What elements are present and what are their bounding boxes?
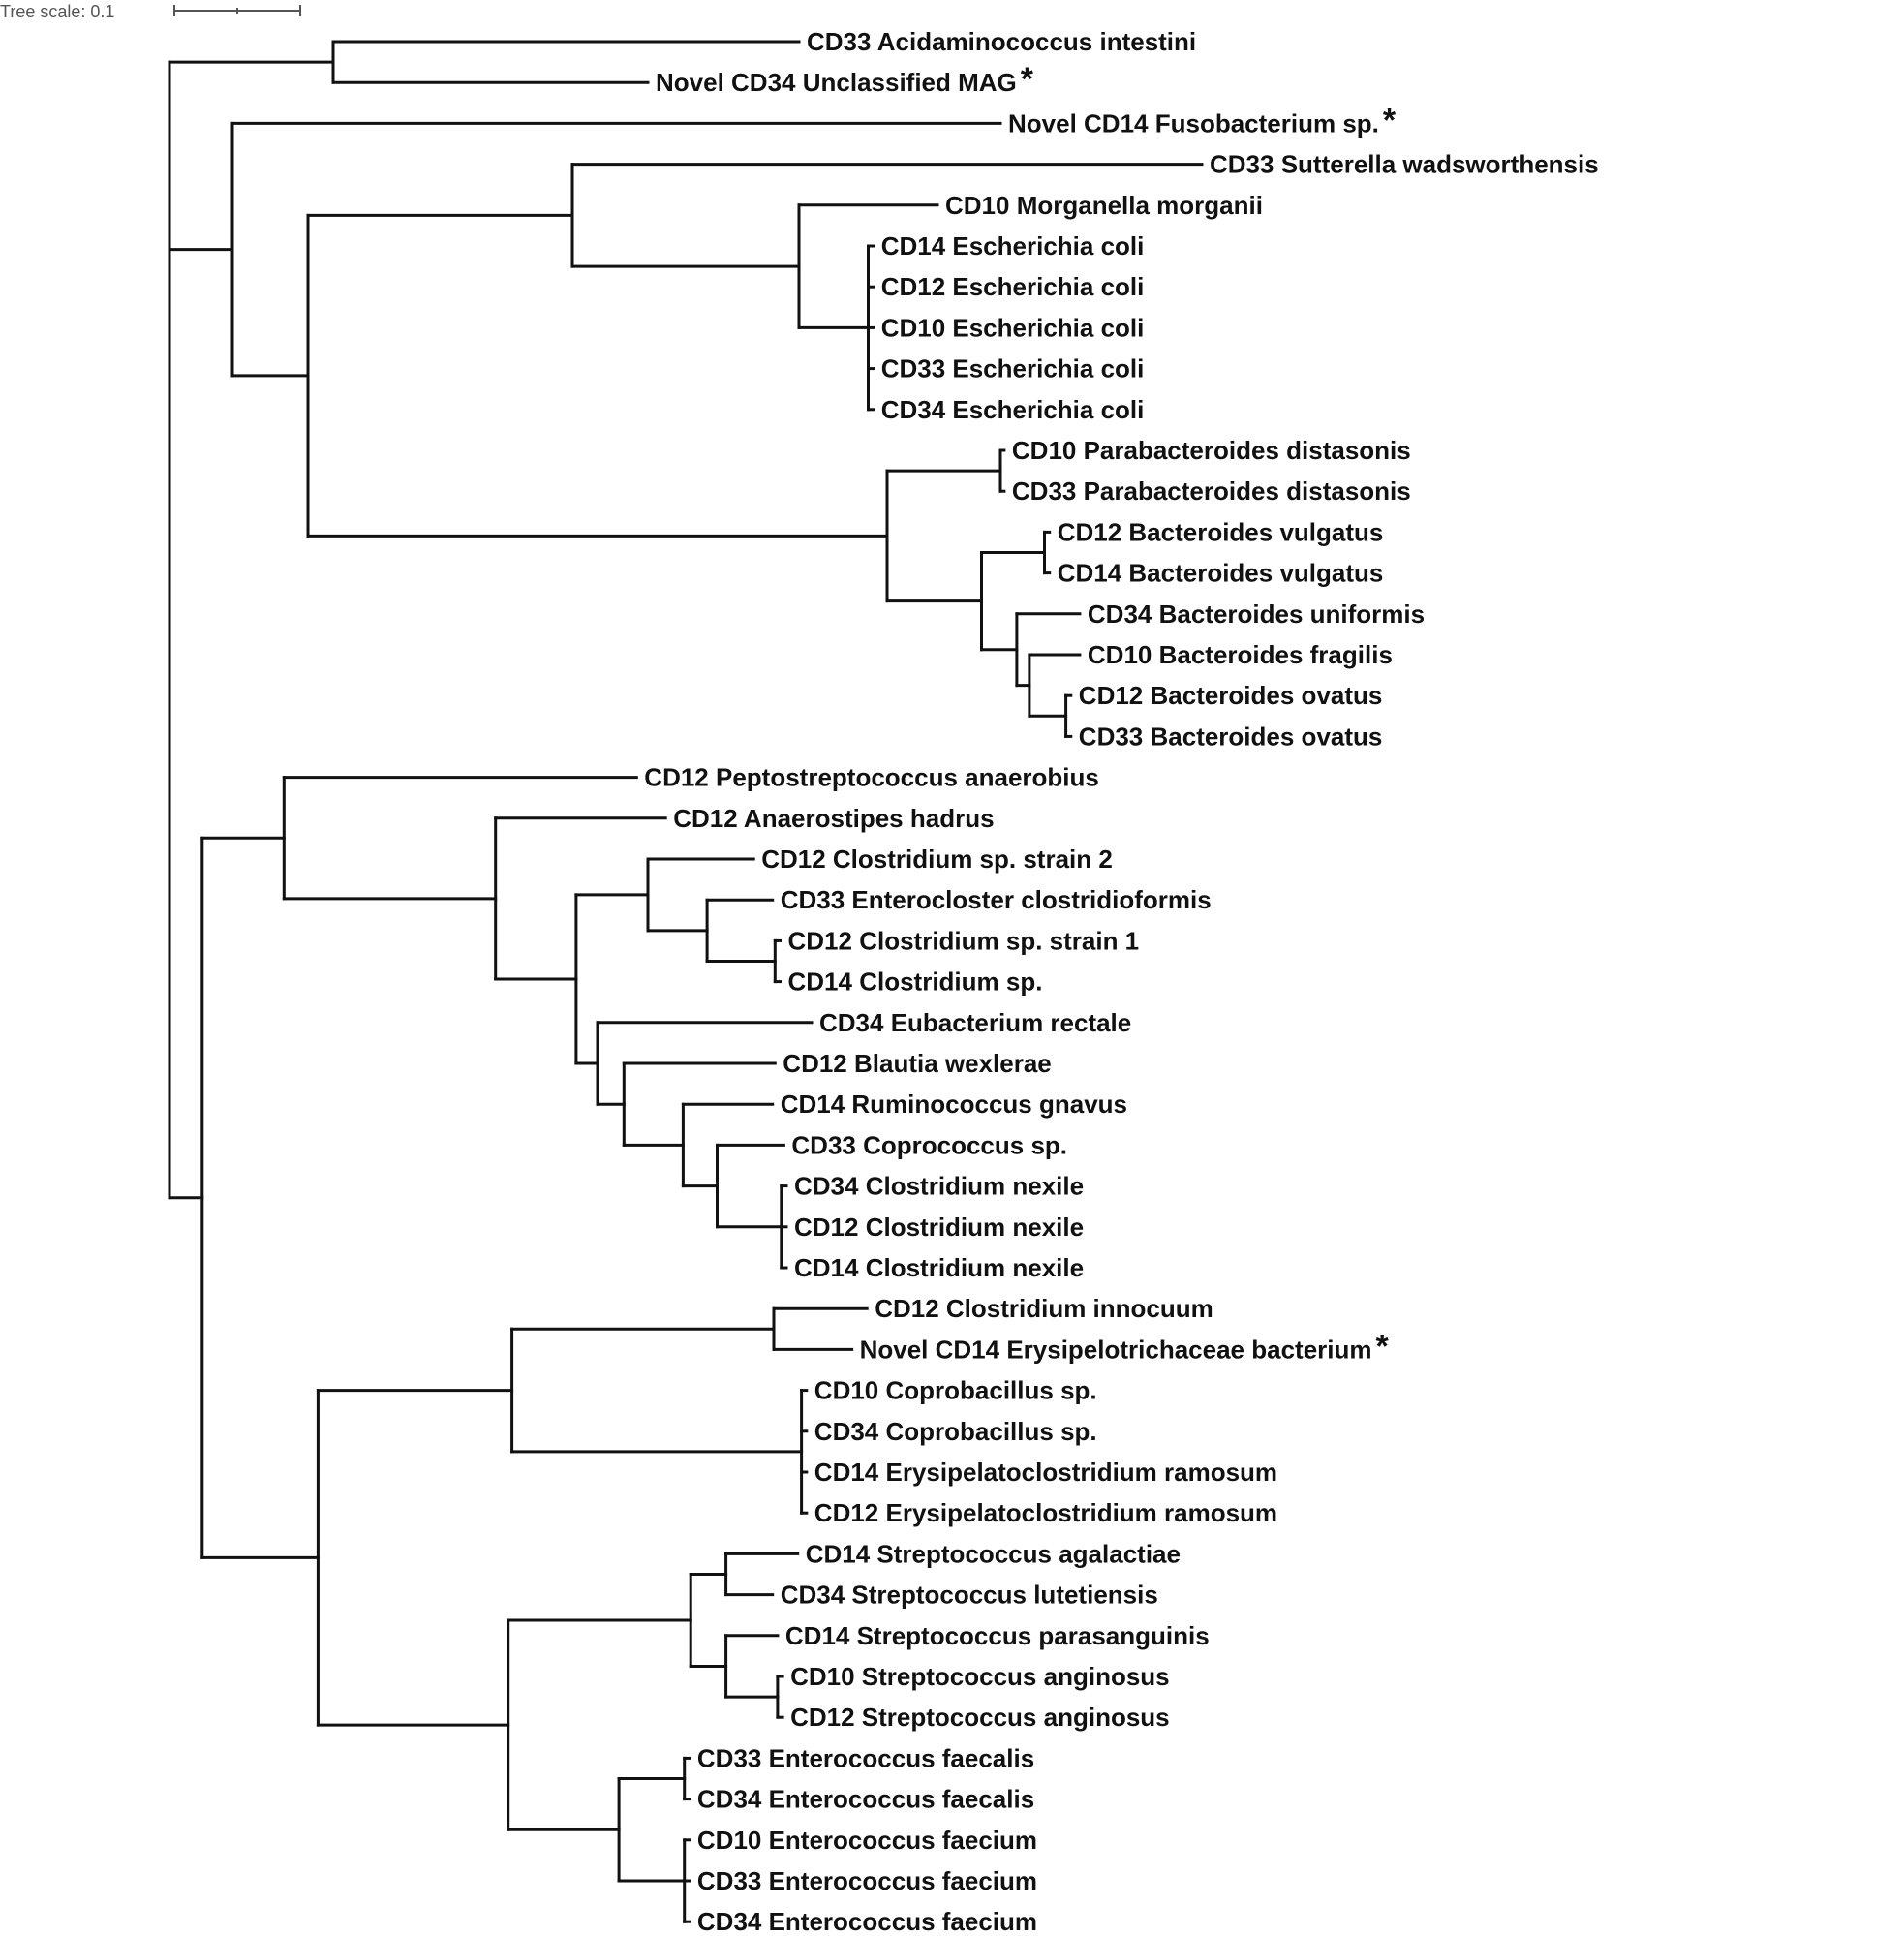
- novel-marker-asterisk: *: [1383, 102, 1397, 138]
- leaf-label-cd34-streptococcus-lutetiensis: CD34 Streptococcus lutetiensis: [781, 1581, 1158, 1610]
- leaf-label-cd33-enterococcus-faecalis: CD33 Enterococcus faecalis: [697, 1743, 1034, 1772]
- tree-scale-label: Tree scale: 0.1: [0, 2, 114, 21]
- leaf-label-cd12-bacteroides-ovatus: CD12 Bacteroides ovatus: [1079, 681, 1383, 710]
- leaf-label-novel-cd14-erysipelotrichaceae-bacterium: Novel CD14 Erysipelotrichaceae bacterium: [860, 1335, 1372, 1364]
- leaf-label-cd12-clostridium-sp-strain-2: CD12 Clostridium sp. strain 2: [761, 845, 1113, 874]
- leaf-label-cd10-streptococcus-anginosus: CD10 Streptococcus anginosus: [790, 1662, 1170, 1691]
- leaf-label-cd34-eubacterium-rectale: CD34 Eubacterium rectale: [819, 1008, 1131, 1037]
- leaf-label-cd12-clostridium-sp-strain-1: CD12 Clostridium sp. strain 1: [788, 926, 1140, 955]
- leaf-label-cd14-clostridium-sp: CD14 Clostridium sp.: [788, 968, 1043, 997]
- leaf-label-cd34-escherichia-coli: CD34 Escherichia coli: [881, 395, 1145, 424]
- leaf-label-cd10-coprobacillus-sp: CD10 Coprobacillus sp.: [814, 1376, 1097, 1405]
- leaf-label-cd33-coprococcus-sp: CD33 Coprococcus sp.: [791, 1130, 1067, 1159]
- leaf-label-cd12-clostridium-nexile: CD12 Clostridium nexile: [794, 1213, 1084, 1242]
- leaf-label-cd12-streptococcus-anginosus: CD12 Streptococcus anginosus: [790, 1703, 1170, 1732]
- leaf-label-cd34-enterococcus-faecium: CD34 Enterococcus faecium: [697, 1907, 1037, 1936]
- leaf-label-cd34-enterococcus-faecalis: CD34 Enterococcus faecalis: [697, 1785, 1034, 1814]
- leaf-label-cd14-clostridium-nexile: CD14 Clostridium nexile: [794, 1253, 1084, 1282]
- leaf-label-cd33-sutterella-wadsworthensis: CD33 Sutterella wadsworthensis: [1210, 150, 1599, 179]
- leaf-label-cd10-parabacteroides-distasonis: CD10 Parabacteroides distasonis: [1012, 436, 1411, 465]
- leaf-label-cd14-ruminococcus-gnavus: CD14 Ruminococcus gnavus: [781, 1090, 1127, 1119]
- leaf-label-cd14-bacteroides-vulgatus: CD14 Bacteroides vulgatus: [1058, 559, 1384, 588]
- leaf-label-cd33-parabacteroides-distasonis: CD33 Parabacteroides distasonis: [1012, 476, 1411, 506]
- leaf-label-cd33-acidaminococcus-intestini: CD33 Acidaminococcus intestini: [807, 27, 1196, 56]
- leaf-label-cd33-enterocloster-clostridioformis: CD33 Enterocloster clostridioformis: [781, 885, 1212, 914]
- tree-scale-bar: Tree scale: 0.1: [0, 2, 301, 21]
- leaf-label-cd33-enterococcus-faecium: CD33 Enterococcus faecium: [697, 1866, 1037, 1895]
- leaf-label-cd34-bacteroides-uniformis: CD34 Bacteroides uniformis: [1088, 599, 1425, 629]
- leaf-label-cd34-coprobacillus-sp: CD34 Coprobacillus sp.: [814, 1417, 1097, 1446]
- leaf-label-cd12-blautia-wexlerae: CD12 Blautia wexlerae: [783, 1049, 1051, 1078]
- leaf-label-cd12-anaerostipes-hadrus: CD12 Anaerostipes hadrus: [673, 804, 994, 833]
- leaf-label-cd12-bacteroides-vulgatus: CD12 Bacteroides vulgatus: [1058, 517, 1384, 546]
- leaf-label-cd10-enterococcus-faecium: CD10 Enterococcus faecium: [697, 1826, 1037, 1855]
- leaf-label-cd14-escherichia-coli: CD14 Escherichia coli: [881, 231, 1145, 261]
- leaf-label-cd12-clostridium-innocuum: CD12 Clostridium innocuum: [875, 1294, 1213, 1323]
- leaf-label-cd14-streptococcus-parasanguinis: CD14 Streptococcus parasanguinis: [785, 1621, 1210, 1650]
- leaf-label-cd14-streptococcus-agalactiae: CD14 Streptococcus agalactiae: [806, 1539, 1181, 1568]
- leaf-label-cd14-erysipelatoclostridium-ramosum: CD14 Erysipelatoclostridium ramosum: [814, 1458, 1277, 1487]
- leaf-label-cd10-bacteroides-fragilis: CD10 Bacteroides fragilis: [1088, 640, 1393, 669]
- leaf-label-novel-cd14-fusobacterium-sp: Novel CD14 Fusobacterium sp.: [1008, 108, 1379, 138]
- leaf-label-cd12-escherichia-coli: CD12 Escherichia coli: [881, 272, 1145, 301]
- leaf-label-cd34-clostridium-nexile: CD34 Clostridium nexile: [794, 1172, 1084, 1201]
- tree-branches: [168, 40, 1204, 1923]
- leaf-label-cd10-morganella-morganii: CD10 Morganella morganii: [945, 191, 1263, 220]
- leaf-label-novel-cd34-unclassified-mag: Novel CD34 Unclassified MAG: [656, 68, 1017, 97]
- leaf-label-cd10-escherichia-coli: CD10 Escherichia coli: [881, 313, 1145, 342]
- leaf-label-cd12-peptostreptococcus-anaerobius: CD12 Peptostreptococcus anaerobius: [644, 763, 1099, 792]
- leaf-label-cd33-escherichia-coli: CD33 Escherichia coli: [881, 354, 1145, 384]
- leaf-label-cd33-bacteroides-ovatus: CD33 Bacteroides ovatus: [1079, 722, 1383, 751]
- leaf-label-cd12-erysipelatoclostridium-ramosum: CD12 Erysipelatoclostridium ramosum: [814, 1498, 1277, 1527]
- novel-marker-asterisk: *: [1376, 1328, 1390, 1365]
- novel-marker-asterisk: *: [1021, 61, 1034, 98]
